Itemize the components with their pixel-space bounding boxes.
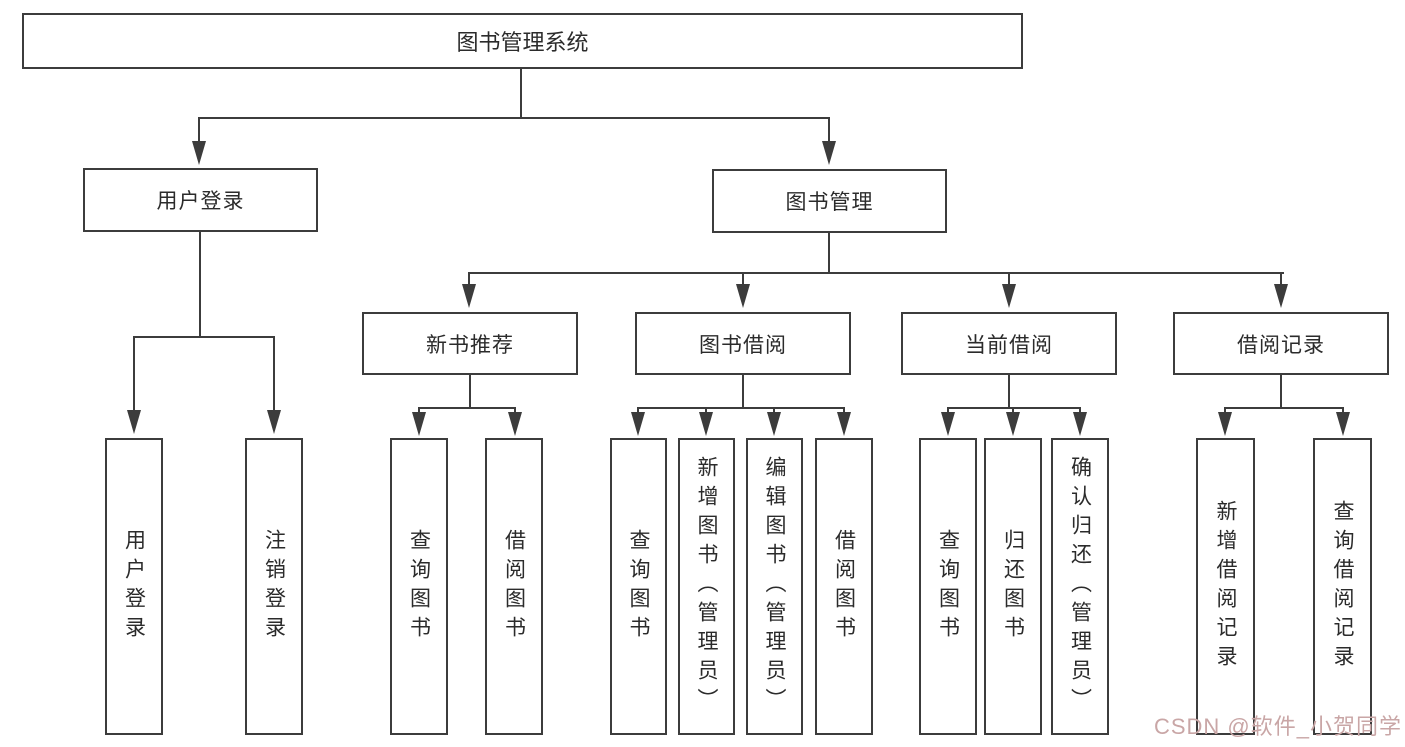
- node-label: 借阅记录: [1237, 333, 1325, 357]
- node-book-management: 图书管理: [712, 169, 947, 233]
- arrow-down-icon: [837, 412, 851, 436]
- connector-line: [1008, 375, 1010, 409]
- connector-line: [828, 233, 830, 274]
- connector-line: [1224, 407, 1226, 414]
- leaf-label: 注销登录: [262, 528, 286, 645]
- connector-line: [637, 407, 845, 409]
- leaf-label: 新增图书（管理员）: [695, 456, 718, 717]
- node-user-login: 用户登录: [83, 168, 318, 232]
- connector-line: [133, 336, 275, 338]
- arrow-down-icon: [1002, 284, 1016, 308]
- connector-line: [468, 272, 1284, 274]
- connector-line: [1224, 407, 1344, 409]
- connector-line: [947, 407, 1081, 409]
- leaf-label: 查询借阅记录: [1331, 499, 1354, 674]
- node-current-borrowing: 当前借阅: [901, 312, 1117, 375]
- connector-line: [1079, 407, 1081, 414]
- leaf-query-books-1: 查询图书: [390, 438, 448, 735]
- connector-line: [514, 407, 516, 414]
- arrow-down-icon: [767, 412, 781, 436]
- leaf-borrow-books-2: 借阅图书: [815, 438, 873, 735]
- arrow-down-icon: [412, 412, 426, 436]
- arrow-down-icon: [462, 284, 476, 308]
- node-label: 图书借阅: [699, 333, 787, 357]
- connector-line: [773, 407, 775, 414]
- connector-line: [1012, 407, 1014, 414]
- node-label: 图书管理: [785, 191, 874, 214]
- arrow-down-icon: [1336, 412, 1350, 436]
- leaf-logout: 注销登录: [245, 438, 303, 735]
- arrow-down-icon: [736, 284, 750, 308]
- leaf-query-books-2: 查询图书: [610, 438, 667, 735]
- connector-line: [198, 117, 200, 145]
- leaf-query-borrow-record: 查询借阅记录: [1313, 438, 1372, 735]
- node-borrowing-records: 借阅记录: [1173, 312, 1389, 375]
- arrow-down-icon: [699, 412, 713, 436]
- connector-line: [828, 117, 830, 145]
- node-library-system: 图书管理系统: [22, 13, 1023, 69]
- node-label: 当前借阅: [965, 333, 1053, 357]
- arrow-down-icon: [1006, 412, 1020, 436]
- leaf-return-books: 归还图书: [984, 438, 1042, 735]
- leaf-user-login: 用户登录: [105, 438, 163, 735]
- leaf-query-books-3: 查询图书: [919, 438, 977, 735]
- leaf-label: 借阅图书: [832, 528, 856, 645]
- connector-line: [418, 407, 516, 409]
- node-new-book-recommend: 新书推荐: [362, 312, 578, 375]
- arrow-down-icon: [127, 410, 141, 434]
- arrow-down-icon: [1218, 412, 1232, 436]
- connector-line: [1280, 375, 1282, 409]
- arrow-down-icon: [508, 412, 522, 436]
- leaf-label: 查询图书: [627, 528, 650, 645]
- leaf-label: 确认归还（管理员）: [1068, 456, 1092, 717]
- leaf-label: 用户登录: [122, 528, 146, 645]
- connector-line: [273, 336, 275, 412]
- connector-line: [418, 407, 420, 414]
- connector-line: [133, 336, 135, 412]
- arrow-down-icon: [941, 412, 955, 436]
- connector-line: [468, 272, 470, 286]
- connector-line: [742, 272, 744, 286]
- connector-line: [520, 69, 522, 119]
- connector-line: [469, 375, 471, 409]
- connector-line: [843, 407, 845, 414]
- leaf-label: 编辑图书（管理员）: [763, 456, 786, 717]
- connector-line: [705, 407, 707, 414]
- leaf-label: 借阅图书: [502, 528, 526, 645]
- arrow-down-icon: [267, 410, 281, 434]
- node-label: 用户登录: [156, 190, 245, 213]
- node-label: 图书管理系统: [456, 30, 589, 55]
- arrow-down-icon: [631, 412, 645, 436]
- leaf-edit-books-admin: 编辑图书（管理员）: [746, 438, 803, 735]
- node-label: 新书推荐: [426, 333, 514, 357]
- connector-line: [199, 232, 201, 338]
- arrow-down-icon: [1274, 284, 1288, 308]
- leaf-label: 归还图书: [1001, 528, 1025, 645]
- leaf-label: 查询图书: [936, 528, 960, 645]
- leaf-label: 新增借阅记录: [1214, 499, 1237, 674]
- arrow-down-icon: [192, 141, 206, 165]
- connector-line: [742, 375, 744, 409]
- arrow-down-icon: [1073, 412, 1087, 436]
- connector-line: [1280, 272, 1282, 286]
- connector-line: [637, 407, 639, 414]
- node-book-borrowing: 图书借阅: [635, 312, 851, 375]
- leaf-borrow-books-1: 借阅图书: [485, 438, 543, 735]
- arrow-down-icon: [822, 141, 836, 165]
- connector-line: [947, 407, 949, 414]
- csdn-watermark: CSDN @软件_小贺同学: [1153, 714, 1402, 739]
- leaf-confirm-return-admin: 确认归还（管理员）: [1051, 438, 1109, 735]
- leaf-add-borrow-record: 新增借阅记录: [1196, 438, 1255, 735]
- connector-line: [1008, 272, 1010, 286]
- leaf-label: 查询图书: [407, 528, 431, 645]
- leaf-add-books-admin: 新增图书（管理员）: [678, 438, 735, 735]
- connector-line: [1342, 407, 1344, 414]
- connector-line: [198, 117, 830, 119]
